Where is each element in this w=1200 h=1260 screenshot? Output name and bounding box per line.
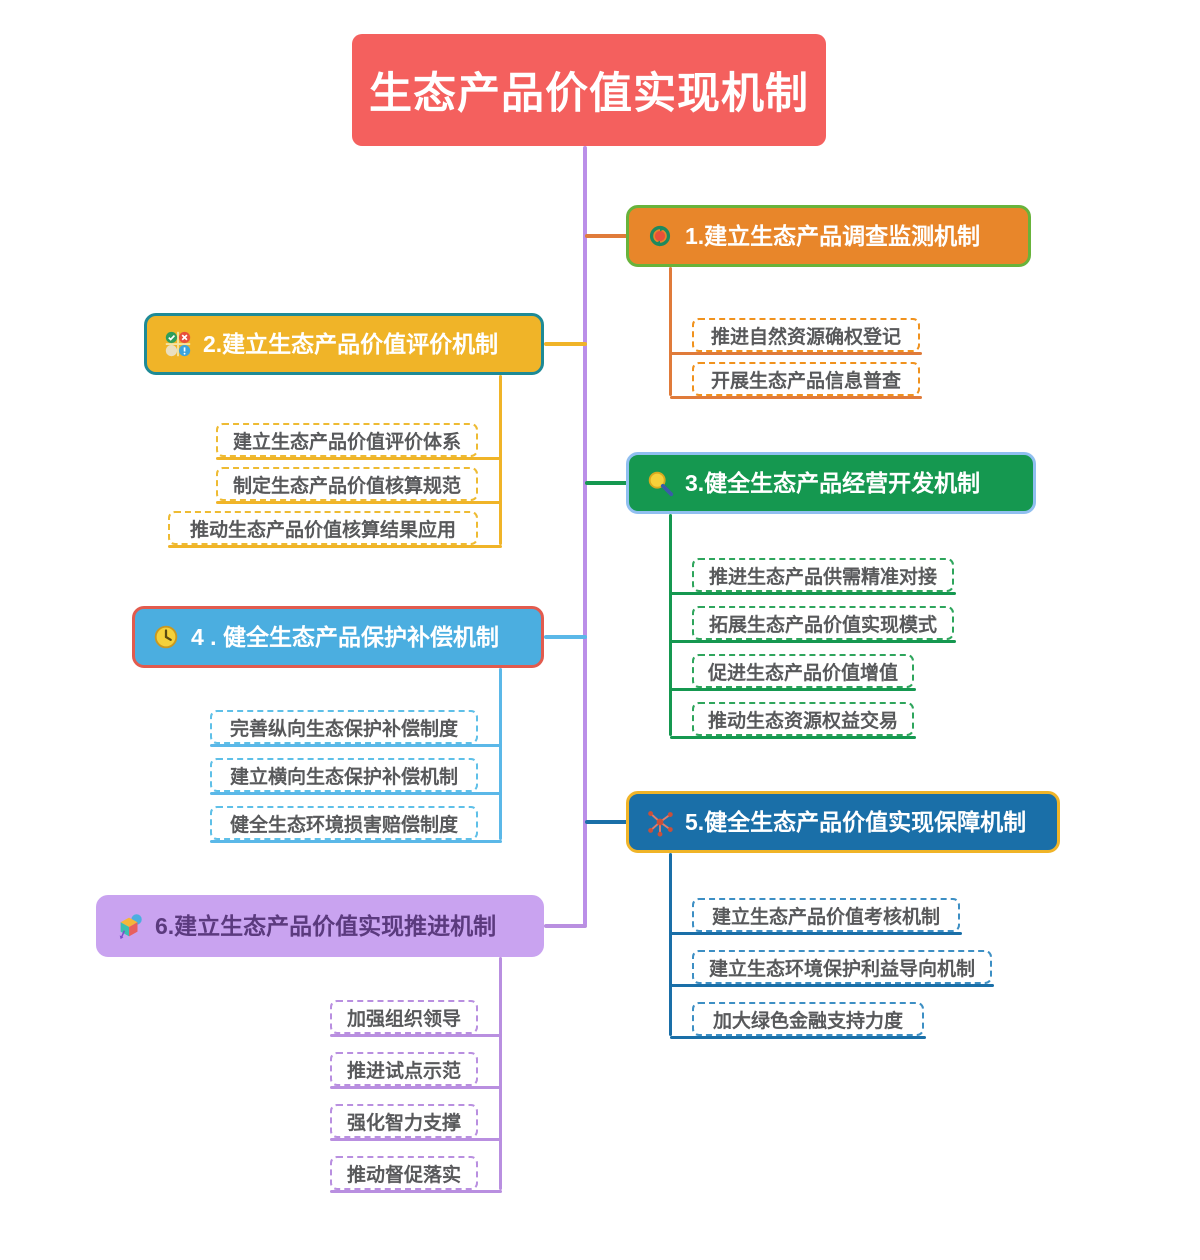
branch-3-child-trunk: [669, 514, 672, 736]
branch-1-connector: [585, 234, 628, 238]
branch-6-child-0-stub: [330, 1034, 502, 1037]
network-nodes-icon: [648, 811, 673, 837]
branch-4-node[interactable]: 4 . 健全生态产品保护补偿机制: [132, 606, 544, 668]
branch-4-connector: [544, 635, 587, 639]
branch-5-child-2-label: 加大绿色金融支持力度: [712, 1010, 903, 1032]
branch-4-child-0-stub: [210, 744, 502, 747]
branch-6-child-1-label: 推进试点示范: [346, 1060, 461, 1082]
branch-5-child-0[interactable]: 建立生态产品价值考核机制: [692, 898, 960, 932]
branch-1-child-trunk: [669, 267, 672, 396]
branch-6-connector: [544, 924, 587, 928]
branch-1-child-0[interactable]: 推进自然资源确权登记: [692, 318, 920, 352]
branch-1-child-1-stub: [670, 396, 922, 399]
branch-2-label: 2.建立生态产品价值评价机制: [203, 330, 499, 357]
branch-1-child-0-label: 推进自然资源确权登记: [710, 326, 901, 348]
branch-6-child-trunk: [499, 957, 502, 1190]
branch-3-child-0-label: 推进生态产品供需精准对接: [708, 566, 937, 588]
branch-2-child-0-label: 建立生态产品价值评价体系: [232, 431, 461, 453]
branch-4-child-2-label: 健全生态环境损害赔偿制度: [229, 814, 458, 836]
branch-4-child-1-stub: [210, 792, 502, 795]
branch-2-child-1[interactable]: 制定生态产品价值核算规范: [216, 467, 478, 501]
branch-3-node[interactable]: 3.健全生态产品经营开发机制: [626, 452, 1036, 514]
branch-6-label: 6.建立生态产品价值实现推进机制: [155, 912, 497, 939]
branch-5-label: 5.健全生态产品价值实现保障机制: [685, 808, 1027, 835]
branch-2-child-1-label: 制定生态产品价值核算规范: [232, 475, 461, 497]
center-spine-line: [583, 146, 587, 926]
quadrant-matrix-icon: [165, 331, 191, 357]
branch-2-child-0-stub: [216, 457, 502, 460]
branch-6-child-1[interactable]: 推进试点示范: [330, 1052, 478, 1086]
branch-5-child-1[interactable]: 建立生态环境保护利益导向机制: [692, 950, 992, 984]
root-node[interactable]: 生态产品价值实现机制: [352, 34, 826, 146]
branch-5-child-1-label: 建立生态环境保护利益导向机制: [708, 958, 975, 980]
branch-6-child-3[interactable]: 推动督促落实: [330, 1156, 478, 1190]
branch-1-child-0-stub: [670, 352, 922, 355]
branch-4-child-0[interactable]: 完善纵向生态保护补偿制度: [210, 710, 478, 744]
branch-3-child-1-stub: [670, 640, 956, 643]
recycle-icon: [649, 225, 671, 247]
branch-3-child-3-label: 推动生态资源权益交易: [707, 710, 898, 732]
branch-3-child-2-stub: [670, 688, 916, 691]
branch-6-child-0[interactable]: 加强组织领导: [330, 1000, 478, 1034]
branch-4-child-2-stub: [210, 840, 502, 843]
branch-4-child-1[interactable]: 建立横向生态保护补偿机制: [210, 758, 478, 792]
branch-3-child-2-label: 促进生态产品价值增值: [707, 662, 898, 684]
branch-3-child-0-stub: [670, 592, 956, 595]
branch-6-child-2-label: 强化智力支撑: [346, 1112, 461, 1134]
branch-5-child-2-stub: [670, 1036, 926, 1039]
branch-2-child-2-stub: [168, 545, 502, 548]
branch-1-child-1-label: 开展生态产品信息普查: [710, 370, 901, 392]
branch-3-child-0[interactable]: 推进生态产品供需精准对接: [692, 558, 954, 592]
branch-4-child-trunk: [499, 668, 502, 840]
cube-balloon-icon: [119, 914, 142, 940]
branch-2-child-0[interactable]: 建立生态产品价值评价体系: [216, 423, 478, 457]
branch-5-child-0-stub: [670, 932, 962, 935]
branch-2-node[interactable]: 2.建立生态产品价值评价机制: [144, 313, 544, 375]
root-node-label: 生态产品价值实现机制: [369, 70, 809, 118]
branch-1-label: 1.建立生态产品调查监测机制: [685, 222, 981, 249]
branch-6-child-0-label: 加强组织领导: [346, 1008, 461, 1030]
magnifier-icon: [648, 471, 674, 497]
branch-6-child-3-stub: [330, 1190, 502, 1193]
branch-3-child-1-label: 拓展生态产品价值实现模式: [708, 614, 937, 636]
branch-3-child-3-stub: [670, 736, 916, 739]
branch-6-child-3-label: 推动督促落实: [346, 1164, 461, 1186]
branch-1-node[interactable]: 1.建立生态产品调查监测机制: [626, 205, 1031, 267]
branch-3-label: 3.健全生态产品经营开发机制: [685, 469, 981, 496]
branch-2-child-trunk: [499, 375, 502, 545]
branch-4-child-1-label: 建立横向生态保护补偿机制: [229, 766, 458, 788]
branch-5-connector: [585, 820, 628, 824]
branch-5-child-0-label: 建立生态产品价值考核机制: [711, 906, 940, 928]
branch-6-child-2[interactable]: 强化智力支撑: [330, 1104, 478, 1138]
branch-5-child-trunk: [669, 853, 672, 1036]
branch-3-child-2[interactable]: 促进生态产品价值增值: [692, 654, 914, 688]
branch-2-child-2-label: 推动生态产品价值核算结果应用: [189, 519, 456, 541]
branch-1-child-1[interactable]: 开展生态产品信息普查: [692, 362, 920, 396]
branch-6-child-2-stub: [330, 1138, 502, 1141]
branch-2-child-1-stub: [216, 501, 502, 504]
branch-6-node[interactable]: 6.建立生态产品价值实现推进机制: [96, 895, 544, 957]
branch-2-connector: [544, 342, 587, 346]
branch-5-node[interactable]: 5.健全生态产品价值实现保障机制: [626, 791, 1060, 853]
branch-3-child-3[interactable]: 推动生态资源权益交易: [692, 702, 914, 736]
clock-icon: [154, 625, 178, 649]
branch-5-child-1-stub: [670, 984, 994, 987]
branch-6-child-1-stub: [330, 1086, 502, 1089]
branch-5-child-2[interactable]: 加大绿色金融支持力度: [692, 1002, 924, 1036]
branch-3-connector: [585, 481, 628, 485]
branch-3-child-1[interactable]: 拓展生态产品价值实现模式: [692, 606, 954, 640]
branch-4-child-0-label: 完善纵向生态保护补偿制度: [229, 718, 458, 740]
branch-4-child-2[interactable]: 健全生态环境损害赔偿制度: [210, 806, 478, 840]
branch-2-child-2[interactable]: 推动生态产品价值核算结果应用: [168, 511, 478, 545]
branch-4-label: 4 . 健全生态产品保护补偿机制: [191, 623, 499, 650]
